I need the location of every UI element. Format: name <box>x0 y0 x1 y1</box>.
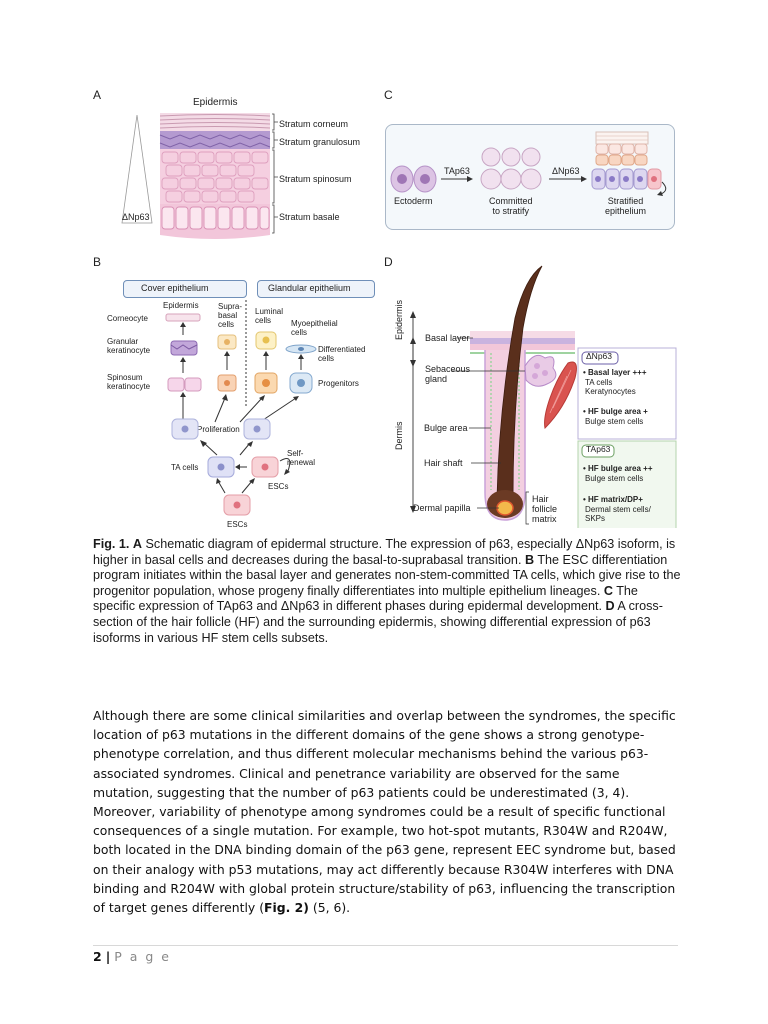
dnp63-item1-detail: TA cells Keratynocytes <box>585 378 636 396</box>
label-dermis-axis: Dermis <box>394 421 404 451</box>
label-stratum-spinosum: Stratum spinosum <box>279 174 352 184</box>
stratum-spinosum-layer <box>160 149 270 204</box>
label-col-epidermis: Epidermis <box>163 301 199 310</box>
dnp63-item2-detail: Bulge stem cells <box>585 417 644 426</box>
footer-divider <box>93 945 678 946</box>
corneocyte-cell <box>165 313 201 322</box>
label-sebaceous-gland: Sebaceous gland <box>425 364 471 384</box>
suprabasal-progenitor-cell <box>217 374 237 392</box>
dnp63-item2-heading: • HF bulge area + <box>583 407 648 416</box>
label-escs-right: ESCs <box>268 482 289 491</box>
label-dnp63-arrow: ΔNp63 <box>552 166 580 176</box>
arrector-pili-muscle <box>544 361 577 430</box>
label-ta-cells: TA cells <box>171 463 199 472</box>
esc-cell-lower <box>223 494 251 516</box>
luminal-differentiated-cell <box>255 331 277 350</box>
caption-text-b: The ESC differentiation program initiate… <box>93 552 681 598</box>
label-col-myoepithelial: Myoepithelial cells <box>291 319 338 337</box>
label-spinosum: Spinosum keratinocyte <box>107 373 151 391</box>
label-hair-shaft: Hair shaft <box>424 458 463 468</box>
hair-shaft <box>496 265 543 499</box>
tap63-item1-detail: Bulge stem cells <box>585 474 644 483</box>
body-paragraph: Although there are some clinical similar… <box>93 706 683 917</box>
label-dermal-papilla: Dermal papilla <box>413 503 471 513</box>
ta-cell <box>207 456 235 478</box>
myoepithelial-differentiated-cell <box>285 344 317 354</box>
esc-cell-upper <box>251 456 279 478</box>
myoepithelial-progenitor-cell <box>289 372 313 394</box>
label-glandular-epithelium: Glandular epithelium <box>268 283 351 293</box>
dnp63-box-title: ΔNp63 <box>586 351 612 361</box>
stratified-epithelium-cells <box>591 131 667 196</box>
panel-b-lineage-diagram <box>165 300 317 516</box>
label-ectoderm: Ectoderm <box>394 196 433 206</box>
proliferation-cells <box>171 418 271 440</box>
caption-text-d: A cross-section of the hair follicle (HF… <box>93 599 663 645</box>
label-basal-layer: Basal layer <box>425 333 470 343</box>
label-proliferation: Proliferation <box>197 425 240 434</box>
dermal-papilla <box>496 500 514 516</box>
paragraph-text-1: Although there are some clinical similar… <box>93 708 676 916</box>
panel-a-epidermis-diagram <box>121 113 278 239</box>
label-col-suprabasal: Supra- basal cells <box>218 302 243 329</box>
dnp63-item1-heading: • Basal layer +++ <box>583 368 647 377</box>
label-dnp63-gradient: ΔNp63 <box>122 212 150 222</box>
caption-b-letter: B <box>524 552 535 567</box>
label-tap63-arrow: TAp63 <box>444 166 470 176</box>
dnp63-gradient-triangle <box>121 114 153 224</box>
label-bulge-area: Bulge area <box>424 423 468 433</box>
committed-cells <box>480 147 542 190</box>
caption-c-letter: C <box>603 583 613 598</box>
page-word: P a g e <box>114 949 171 964</box>
label-stratified: Stratified epithelium <box>605 196 647 216</box>
stratum-basale-layer <box>160 204 270 239</box>
label-col-luminal: Luminal cells <box>255 307 284 325</box>
stratum-granulosum-layer <box>159 131 271 149</box>
label-stratum-corneum: Stratum corneum <box>279 119 349 129</box>
panel-d-letter: D <box>384 255 393 269</box>
panel-a-letter: A <box>93 88 102 102</box>
cover-epithelium-box <box>123 280 247 298</box>
tap63-box-title: TAp63 <box>586 444 611 454</box>
caption-a-letter: A <box>132 537 142 551</box>
label-committed: Committed to stratify <box>489 196 533 216</box>
label-stratum-basale: Stratum basale <box>279 212 340 222</box>
page-footer: 2 | P a g e <box>93 949 171 964</box>
stratum-corneum-layer <box>159 113 271 131</box>
panel-c-diagram <box>390 131 667 196</box>
tap63-item2-detail: Dermal stem cells/ SKPs <box>585 505 651 523</box>
page-number: 2 <box>93 949 102 964</box>
label-self-renewal: Self- renewal <box>287 449 316 467</box>
label-differentiated: Differentiated cells <box>318 345 366 363</box>
caption-text-c: The specific expression of TAp63 and ΔNp… <box>93 583 638 614</box>
caption-text-a: Schematic diagram of epidermal structure… <box>93 537 676 567</box>
sebaceous-gland <box>524 354 557 387</box>
tap63-item2-heading: • HF matrix/DP+ <box>583 495 643 504</box>
label-cover-epithelium: Cover epithelium <box>141 283 209 293</box>
spinosum-keratinocyte-cells <box>167 377 202 392</box>
label-corneocyte: Corneocyte <box>107 314 148 323</box>
footer-separator: | <box>105 949 111 964</box>
paragraph-fig2-ref: Fig. 2) <box>264 900 309 916</box>
label-stratum-granulosum: Stratum granulosum <box>279 137 361 147</box>
figure-caption: Fig. 1. A Schematic diagram of epidermal… <box>93 537 683 646</box>
caption-d-letter: D <box>605 599 615 614</box>
panel-d-hair-follicle-diagram <box>410 265 677 528</box>
glandular-epithelium-box <box>257 280 375 298</box>
label-granular: Granular keratinocyte <box>107 337 151 355</box>
luminal-progenitor-cell <box>254 372 278 394</box>
suprabasal-differentiated-cell <box>217 334 237 350</box>
label-epidermis-axis: Epidermis <box>394 299 404 340</box>
panel-c-letter: C <box>384 88 393 102</box>
paragraph-text-2: (5, 6). <box>308 900 351 916</box>
panel-b-letter: B <box>93 255 102 269</box>
caption-fig-label: Fig. 1. <box>93 537 130 551</box>
granular-keratinocyte-cell <box>170 340 198 356</box>
label-escs-bottom: ESCs <box>227 520 248 529</box>
label-progenitors: Progenitors <box>318 379 359 388</box>
epidermis-title: Epidermis <box>193 97 238 108</box>
ectoderm-cells <box>390 165 437 193</box>
label-hair-follicle-matrix: Hair follicle matrix <box>532 494 558 524</box>
tap63-item1-heading: • HF bulge area ++ <box>583 464 653 473</box>
